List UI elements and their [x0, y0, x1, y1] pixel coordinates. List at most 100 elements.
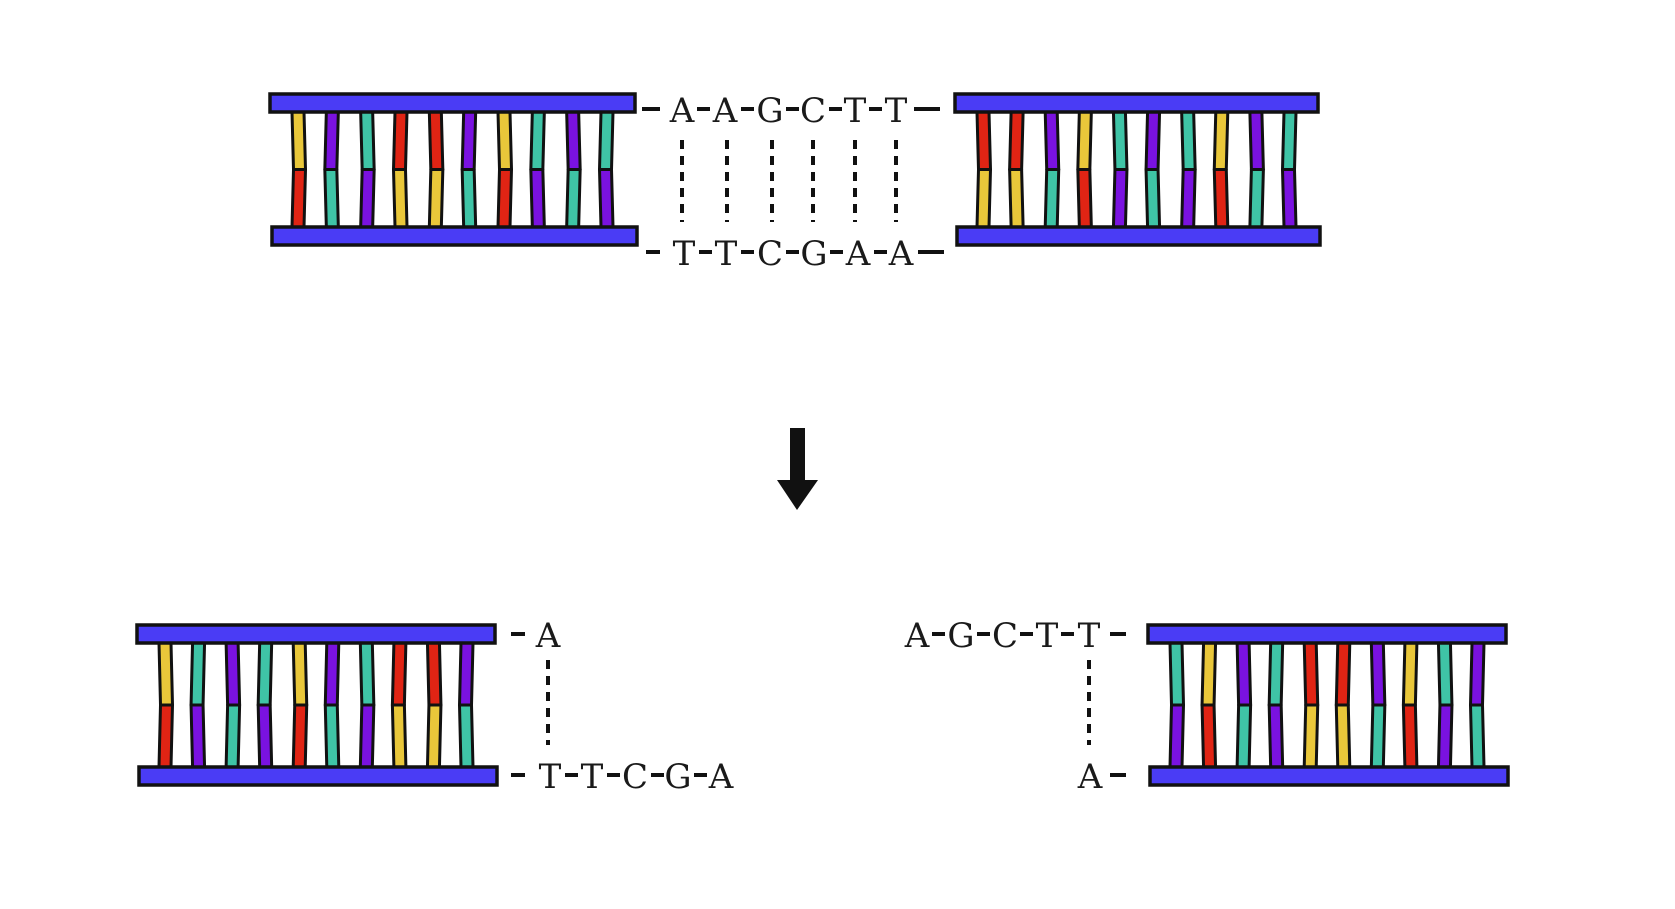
- base-letter: A: [535, 616, 561, 656]
- base-letter: A: [669, 91, 695, 131]
- base-pair-rung-lower: [1334, 703, 1352, 769]
- base-pair-rung-upper: [458, 641, 475, 707]
- base-pair-rung-upper: [529, 110, 546, 171]
- base-pair-rung-lower: [1144, 168, 1162, 229]
- base-pair-rung-upper: [565, 110, 582, 171]
- base-pair-rung-lower: [157, 703, 174, 769]
- base-letter: C: [757, 234, 783, 274]
- base-pair-rung-lower: [425, 703, 443, 769]
- base-pair-rung-lower: [1281, 168, 1298, 229]
- base-pair-rung-upper: [1281, 110, 1298, 171]
- base-pair-rung-upper: [358, 641, 376, 707]
- base-pair-rung-lower: [496, 168, 513, 229]
- base-pair-rung-lower: [390, 703, 408, 769]
- sugar-phosphate-backbone-bottom: [1148, 765, 1510, 787]
- base-pair-rung-lower: [224, 703, 242, 769]
- base-pair-rung-lower: [460, 168, 478, 229]
- base-pair-rung-lower: [359, 168, 376, 229]
- base-letter: A: [1077, 757, 1103, 797]
- base-pair-rung-upper: [425, 641, 443, 707]
- base-pair-rung-upper: [1076, 110, 1093, 171]
- base-pair-rung-upper: [256, 641, 274, 707]
- intact-dna: A A G C T T T T C: [268, 91, 1322, 274]
- base-pair-rung-upper: [1144, 110, 1162, 171]
- base-letter: T: [715, 234, 738, 274]
- base-pair-rung-upper: [1180, 110, 1197, 171]
- base-pair-rung-upper: [1469, 641, 1486, 707]
- base-pair-rung-lower: [1111, 168, 1129, 229]
- sugar-phosphate-backbone-bottom: [270, 225, 639, 247]
- sugar-phosphate-backbone-bottom: [955, 225, 1322, 247]
- base-letter: T: [581, 757, 604, 797]
- base-pair-rung-upper: [189, 641, 207, 707]
- base-pair-rung-lower: [1267, 703, 1285, 769]
- base-pair-rung-upper: [496, 110, 513, 171]
- base-pair-rung-lower: [975, 168, 992, 229]
- base-letter: T: [673, 234, 696, 274]
- base-pair-rung-upper: [1200, 641, 1218, 707]
- base-pair-rung-upper: [392, 110, 409, 171]
- base-pair-rung-lower: [1212, 168, 1230, 229]
- base-pair-rung-lower: [1401, 703, 1419, 769]
- base-pair-rung-lower: [256, 703, 274, 769]
- base-pair-rung-lower: [427, 168, 445, 229]
- base-pair-rung-lower: [1235, 703, 1253, 769]
- base-pair-rung-upper: [323, 110, 340, 171]
- base-pair-rung-upper: [1008, 110, 1025, 171]
- sugar-phosphate-backbone-top: [268, 92, 637, 114]
- base-pair-rung-upper: [1043, 110, 1061, 171]
- base-letter: T: [1078, 616, 1101, 656]
- dna-segment-bottom-right: [1146, 623, 1510, 787]
- base-pair-rung-upper: [323, 641, 341, 707]
- base-pair-rung-upper: [1334, 641, 1352, 707]
- base-pair-rung-upper: [1212, 110, 1230, 171]
- base-pair-rung-lower: [458, 703, 475, 769]
- base-pair-rung-upper: [1168, 641, 1185, 707]
- base-pair-rung-upper: [224, 641, 242, 707]
- base-letter: T: [844, 91, 867, 131]
- base-pair-rung-lower: [323, 703, 341, 769]
- base-pair-rung-lower: [1248, 168, 1265, 229]
- base-pair-rung-lower: [1008, 168, 1025, 229]
- base-letter: T: [539, 757, 562, 797]
- bottom-left-lower-sequence: T T C G A: [511, 757, 734, 797]
- base-pair-rung-lower: [189, 703, 207, 769]
- sugar-phosphate-backbone-bottom: [137, 765, 499, 787]
- base-pair-rung-lower: [290, 168, 307, 229]
- base-letter: T: [885, 91, 908, 131]
- base-pair-rung-upper: [1436, 641, 1454, 707]
- down-arrow-icon: [777, 428, 818, 510]
- base-pair-rung-upper: [975, 110, 992, 171]
- base-pair-rung-upper: [1235, 641, 1253, 707]
- base-pair-rung-upper: [1248, 110, 1265, 171]
- base-letter: C: [992, 616, 1018, 656]
- base-pair-rung-lower: [1302, 703, 1320, 769]
- bottom-strand-sequence: T T C G A A: [646, 234, 944, 274]
- base-pair-rung-upper: [390, 641, 408, 707]
- base-letter: G: [947, 616, 974, 656]
- base-pair-rung-lower: [1200, 703, 1218, 769]
- base-pair-rung-upper: [598, 110, 615, 171]
- dna-segment-top-left: [268, 92, 639, 247]
- base-pair-rung-upper: [1302, 641, 1320, 707]
- dna-segment-bottom-left: [135, 623, 499, 787]
- base-letter: T: [1036, 616, 1059, 656]
- base-letter: C: [800, 91, 826, 131]
- base-pair-rung-lower: [1043, 168, 1061, 229]
- sugar-phosphate-backbone-top: [953, 92, 1320, 114]
- base-pair-rung-lower: [529, 168, 546, 229]
- base-pair-rung-lower: [1076, 168, 1093, 229]
- base-letter: G: [756, 91, 783, 131]
- base-pair-rung-upper: [1369, 641, 1387, 707]
- base-pair-rung-lower: [598, 168, 615, 229]
- base-pair-rung-lower: [291, 703, 309, 769]
- base-letter: G: [664, 757, 691, 797]
- base-pair-rung-lower: [565, 168, 582, 229]
- base-letter: A: [904, 616, 930, 656]
- sugar-phosphate-backbone-top: [1146, 623, 1508, 645]
- base-letter: A: [888, 234, 914, 274]
- sugar-phosphate-backbone-top: [135, 623, 497, 645]
- base-letter: A: [712, 91, 738, 131]
- base-pair-rung-lower: [323, 168, 340, 229]
